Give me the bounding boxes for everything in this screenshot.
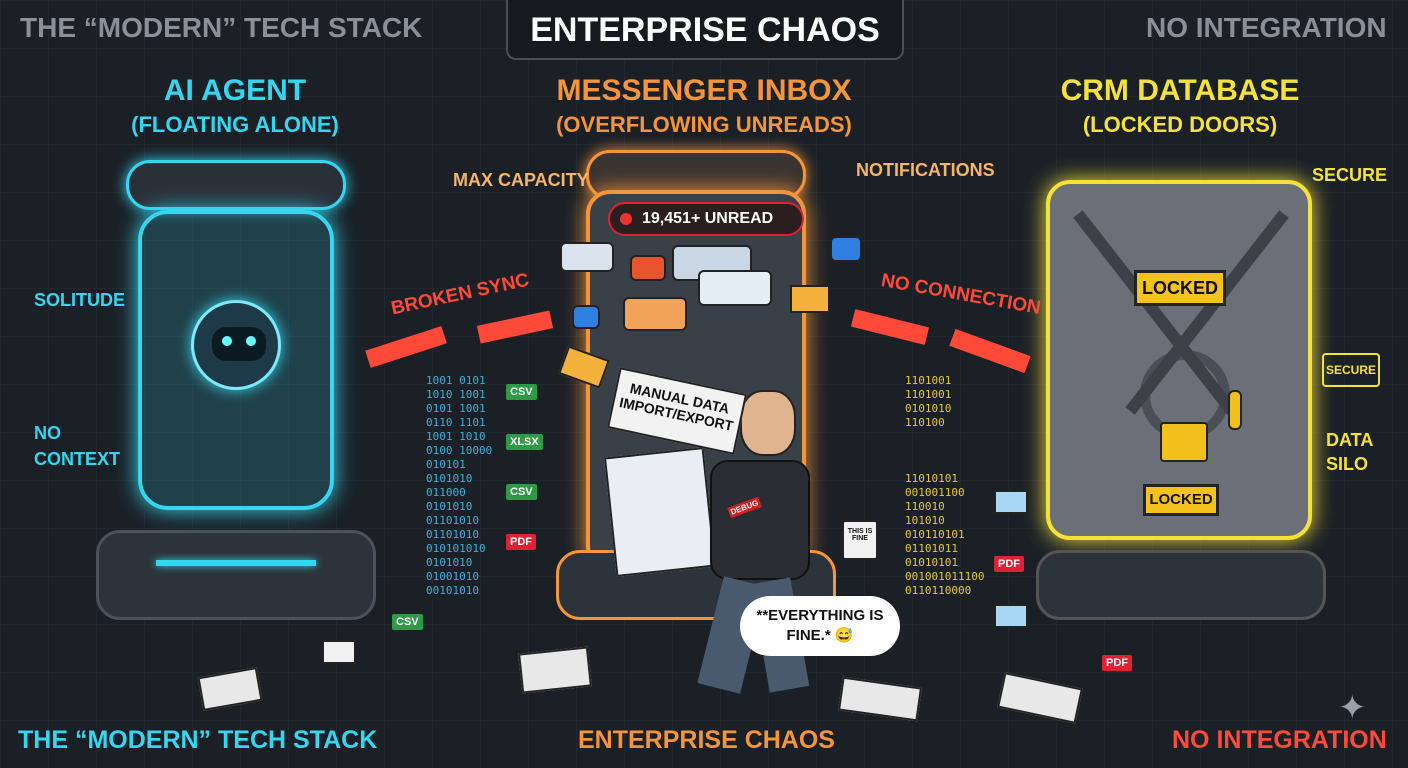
page-title: ENTERPRISE CHAOS xyxy=(506,0,904,60)
locked-sign: LOCKED xyxy=(1143,484,1219,516)
messenger-subtitle: (OVERFLOWING UNREADS) xyxy=(556,112,852,137)
envelope-icon xyxy=(790,285,830,313)
secure-badge: SECURE xyxy=(1322,353,1380,387)
no-connection-label: NO CONNECTION xyxy=(879,270,1043,319)
binary-stream-left: 1001 0101 1010 1001 0101 1001 0110 1101 … xyxy=(426,374,493,597)
chat-bubble-icon xyxy=(630,255,666,281)
csv-file-icon: CSV xyxy=(392,614,423,630)
unread-count: 19,451+ UNREAD xyxy=(642,210,774,227)
envelope-icon xyxy=(322,640,356,664)
no-context-label: NO CONTEXT xyxy=(34,423,121,469)
padlock-icon xyxy=(1160,422,1208,462)
scattered-paper xyxy=(997,672,1083,724)
chat-bubble-icon xyxy=(623,297,687,331)
footer-center: ENTERPRISE CHAOS xyxy=(578,726,835,754)
secure-label: SECURE xyxy=(1312,165,1388,185)
header-right: NO INTEGRATION xyxy=(1146,12,1387,43)
envelope-icon xyxy=(994,490,1028,514)
ai-agent-pod xyxy=(96,160,376,620)
robot-avatar-icon xyxy=(191,300,281,390)
header-left: THE “MODERN” TECH STACK xyxy=(20,12,423,43)
unread-badge: 19,451+ UNREAD xyxy=(608,202,804,236)
chat-bubble-icon xyxy=(572,305,600,329)
locked-sign: LOCKED xyxy=(1134,270,1226,306)
chat-bubble-icon xyxy=(830,236,862,262)
csv-file-icon: CSV xyxy=(506,384,537,400)
scattered-paper xyxy=(518,646,592,694)
solitude-label: SOLITUDE xyxy=(34,290,126,310)
envelope-icon xyxy=(994,604,1028,628)
xlsx-file-icon: XLSX xyxy=(506,434,543,450)
pdf-file-icon: PDF xyxy=(506,534,536,550)
crm-subtitle: (LOCKED DOORS) xyxy=(1082,112,1278,137)
crm-vault-pod xyxy=(1036,150,1326,620)
no-connection-arrow-right xyxy=(949,328,1031,374)
chat-bubble-icon xyxy=(698,270,772,306)
broken-sync-label: BROKEN SYNC xyxy=(389,269,531,320)
data-silo-label: DATA SILO xyxy=(1326,430,1373,474)
red-dot-icon xyxy=(620,213,632,225)
coffee-mug: THIS IS FINE xyxy=(842,520,878,560)
no-connection-arrow-left xyxy=(850,309,930,345)
messenger-title: MESSENGER INBOX xyxy=(556,74,852,107)
max-capacity-label: MAX CAPACITY xyxy=(453,170,589,190)
broken-sync-arrow-right xyxy=(476,310,554,344)
key-icon xyxy=(1228,390,1242,430)
ai-agent-subtitle: (FLOATING ALONE) xyxy=(131,112,339,137)
scattered-paper xyxy=(838,676,922,722)
broken-sync-arrow-left xyxy=(365,326,447,368)
binary-stream-right: 1101001 1101001 0101010 110100 11010101 … xyxy=(905,374,985,597)
notifications-label: NOTIFICATIONS xyxy=(856,160,995,180)
footer-right: NO INTEGRATION xyxy=(1172,726,1387,754)
scattered-paper xyxy=(197,667,263,711)
stressed-developer: DEBUG xyxy=(680,390,830,720)
ai-agent-title: AI AGENT xyxy=(163,74,307,107)
crm-title: CRM DATABASE xyxy=(1060,74,1300,107)
chat-bubble-icon xyxy=(560,242,614,272)
speech-bubble: **EVERYTHING IS FINE.* 😅 xyxy=(740,596,900,656)
pdf-file-icon: PDF xyxy=(994,556,1024,572)
csv-file-icon: CSV xyxy=(506,484,537,500)
sparkle-icon: ✦ xyxy=(1338,689,1367,727)
footer-left: THE “MODERN” TECH STACK xyxy=(18,726,378,754)
pdf-file-icon: PDF xyxy=(1102,655,1132,671)
